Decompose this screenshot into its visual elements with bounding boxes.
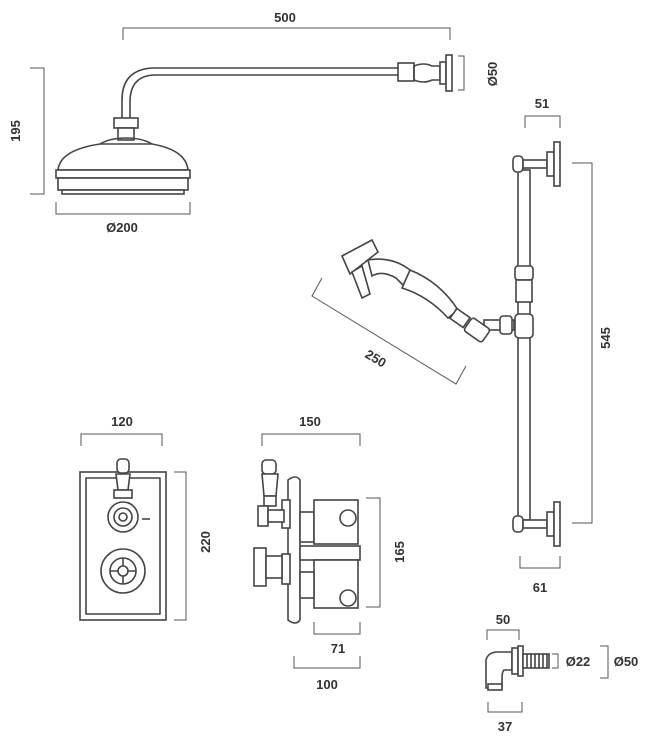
dim-arm-flange: Ø50: [485, 62, 500, 87]
handset: [340, 238, 491, 343]
dim-elbow-flange: Ø50: [614, 654, 639, 669]
dim-head-height: 195: [8, 120, 23, 142]
dim-arm-length: 500: [274, 10, 296, 25]
dim-head-dia: Ø200: [106, 220, 138, 235]
slide-rail-assembly: [483, 141, 561, 547]
dim-valve-min-depth: 71: [331, 641, 345, 656]
rail-dimensions: 51 545 61 250: [311, 96, 613, 595]
outlet-elbow: [485, 645, 550, 691]
dim-elbow-projection: 37: [498, 719, 512, 734]
dim-rail-bracket: 51: [535, 96, 549, 111]
elbow-dimensions: 50 Ø22 Ø50 37: [486, 612, 639, 734]
dim-valve-max-depth: 100: [316, 677, 338, 692]
valve-front-dimensions: 120 220: [80, 414, 213, 621]
dim-valve-height: 220: [198, 531, 213, 553]
dim-elbow-depth: 50: [496, 612, 510, 627]
valve-side-dimensions: 150 165 71 100: [261, 414, 407, 692]
dim-valve-body-height: 165: [392, 541, 407, 563]
dim-handset-length: 250: [363, 346, 389, 370]
dim-valve-side: 150: [299, 414, 321, 429]
dim-valve-width: 120: [111, 414, 133, 429]
dim-rail-bottom: 61: [533, 580, 547, 595]
dim-elbow-outlet: Ø22: [566, 654, 591, 669]
shower-head-assembly: [55, 54, 453, 195]
dim-rail-length: 545: [598, 327, 613, 349]
valve-side-view: [253, 459, 361, 624]
head-dimensions: 500 Ø50 195 Ø200: [8, 10, 500, 235]
valve-front-view: [79, 458, 167, 621]
